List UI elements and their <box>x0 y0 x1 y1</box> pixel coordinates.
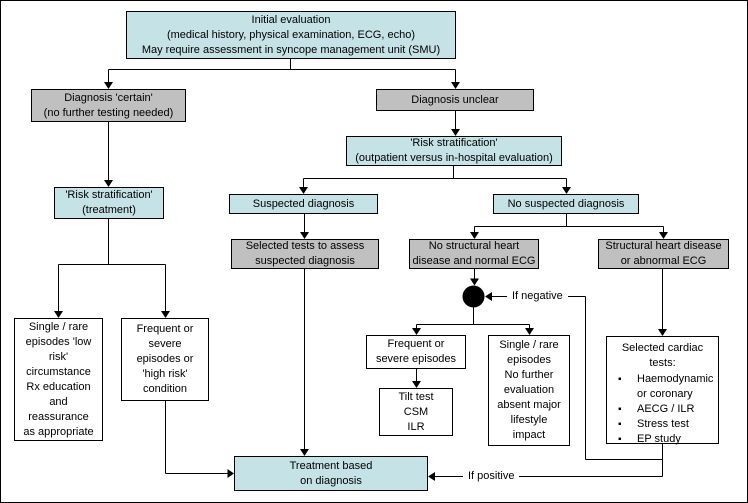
diagnosis-certain-box: Diagnosis 'certain' (no further testing … <box>31 89 186 122</box>
suspected-diagnosis-box: Suspected diagnosis <box>229 194 378 214</box>
tilt-test-box: Tilt test CSM ILR <box>379 388 453 436</box>
selected-cardiac-tests-list: Haemodynamic or coronary AECG / ILR Stre… <box>609 372 716 447</box>
initial-evaluation-box: Initial evaluation (medical history, phy… <box>126 11 456 59</box>
frequent-severe-episodes-box: Frequent or severe episodes <box>366 335 466 369</box>
list-item: Haemodynamic or coronary <box>609 372 716 402</box>
single-rare-no-further-box: Single / rare episodes No further evalua… <box>488 335 570 446</box>
no-structural-heart-box: No structural heart disease and normal E… <box>409 239 539 269</box>
list-item: EP study <box>609 432 716 447</box>
structural-heart-box: Structural heart disease or abnormal ECG <box>598 239 729 269</box>
risk-stratification-outpatient-box: 'Risk stratification' (outpatient versus… <box>346 136 562 166</box>
risk-stratification-treatment-box: 'Risk stratification' (treatment) <box>54 187 164 219</box>
diagnosis-unclear-box: Diagnosis unclear <box>376 89 534 111</box>
treatment-box: Treatment based on diagnosis <box>234 456 428 491</box>
if-negative-label: If negative <box>507 289 568 304</box>
no-suspected-diagnosis-box: No suspected diagnosis <box>493 194 639 214</box>
frequent-high-risk-box: Frequent or severe episodes or 'high ris… <box>121 318 209 401</box>
single-rare-low-risk-box: Single / rare episodes 'low risk' circum… <box>14 318 103 441</box>
junction-dot <box>462 285 485 308</box>
if-positive-label: If positive <box>463 469 520 484</box>
selected-cardiac-tests-box: Selected cardiac tests: Haemodynamic or … <box>606 336 719 447</box>
selected-tests-box: Selected tests to assess suspected diagn… <box>231 239 379 269</box>
selected-cardiac-tests-title: Selected cardiac tests: <box>621 342 704 369</box>
list-item: AECG / ILR <box>609 402 716 417</box>
list-item: Stress test <box>609 417 716 432</box>
